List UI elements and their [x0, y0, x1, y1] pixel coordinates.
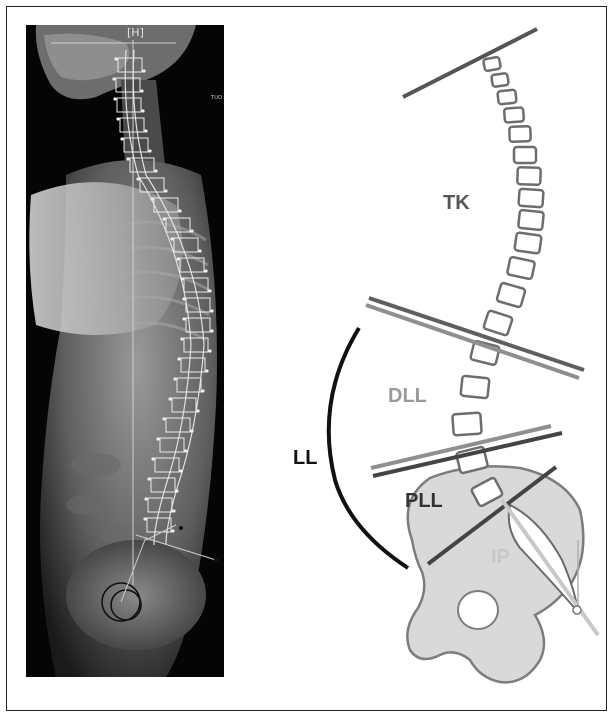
label-dll: DLL [388, 386, 427, 406]
ll-arc [329, 328, 408, 568]
vertebra [497, 90, 516, 105]
tk-endplate-line [403, 29, 537, 97]
label-ip: IP [491, 547, 510, 567]
label-ll: LL [293, 448, 317, 468]
vertebra [518, 210, 544, 230]
vertebra [514, 232, 541, 253]
vertebra [507, 257, 535, 280]
vertebra [518, 189, 543, 208]
vertebra [504, 107, 524, 122]
ip-hip-center [573, 606, 581, 614]
vertebra [517, 167, 541, 185]
vertebra [514, 147, 536, 163]
label-tk: TK [443, 193, 470, 213]
vertebra [509, 126, 531, 142]
dll-upper-line-light [366, 305, 579, 378]
vertebra [483, 57, 501, 72]
vertebra [496, 282, 525, 307]
vertebra [483, 310, 513, 336]
label-pll: PLL [405, 491, 443, 511]
vertebra [452, 413, 481, 436]
vertebra [491, 73, 509, 87]
vertebra [461, 376, 490, 399]
obturator-hole [458, 591, 498, 629]
